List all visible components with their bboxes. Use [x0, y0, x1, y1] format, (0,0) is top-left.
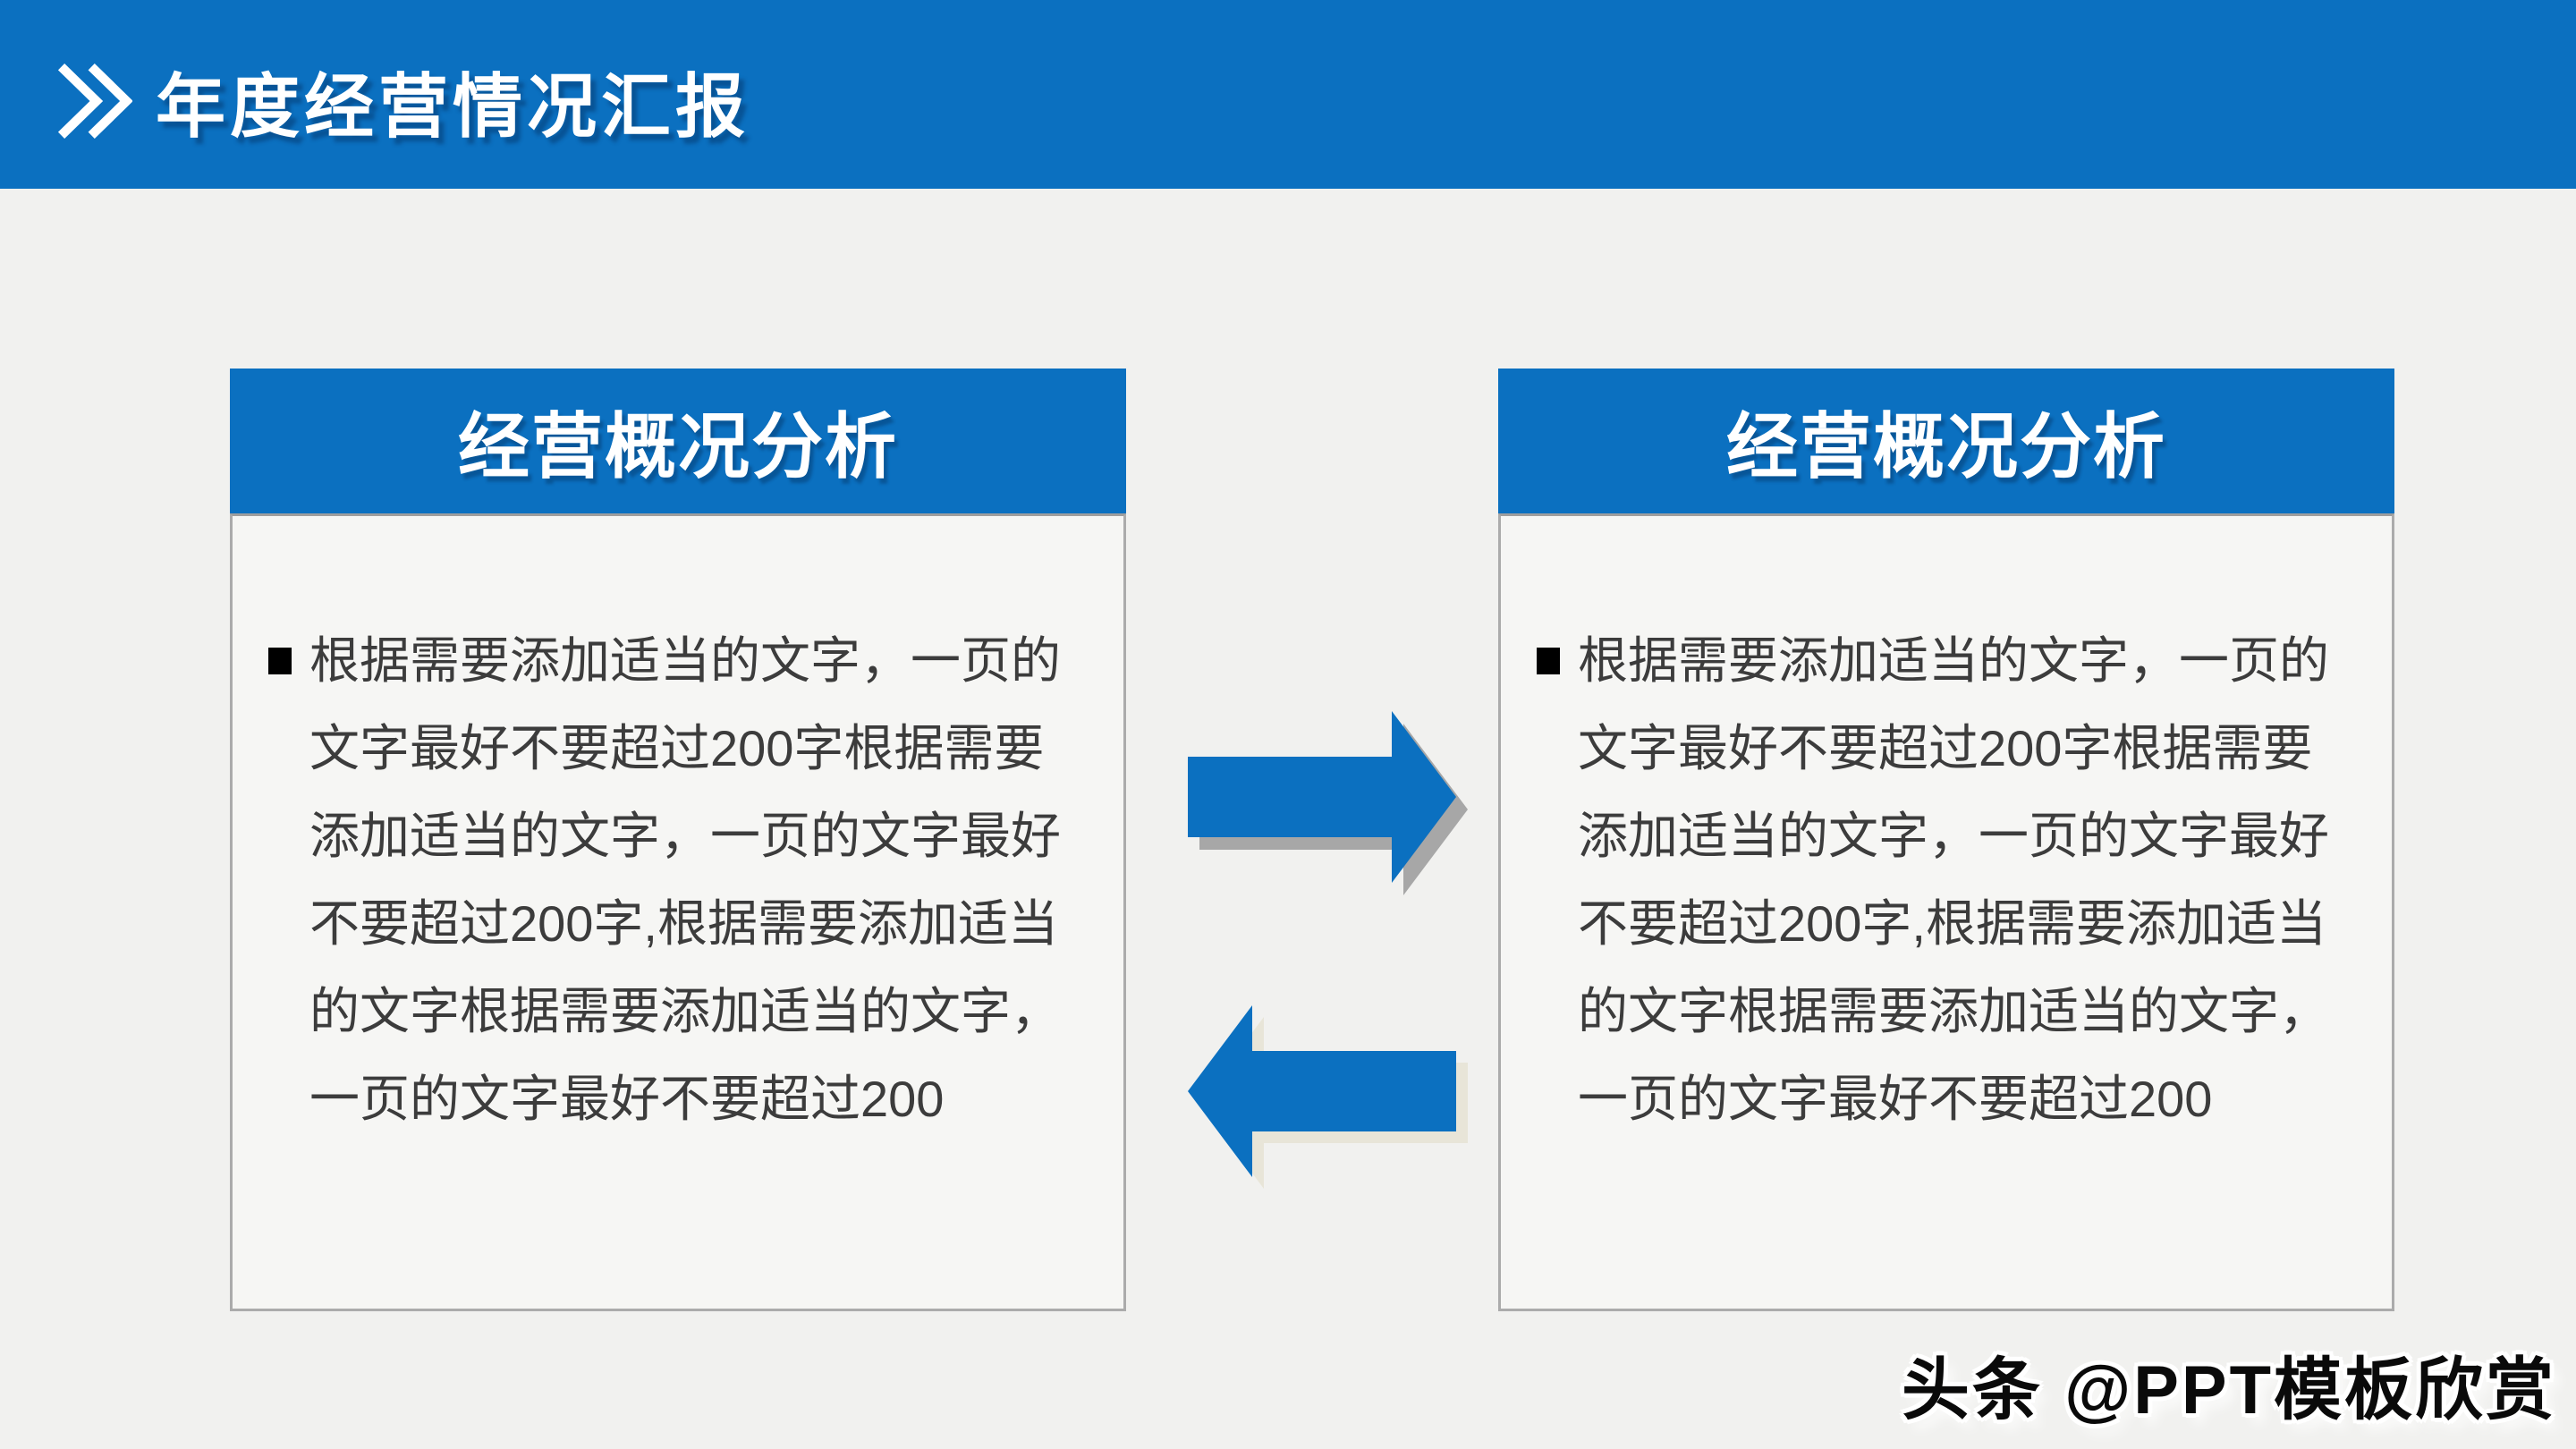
card-text-line: 根据需要添加适当的文字，一页的 — [309, 632, 1061, 689]
card-title: 经营概况分析 — [1726, 407, 2166, 487]
analysis-card-right: 经营概况分析 根据需要添加适当的文字，一页的 文字最好不要超过200字根据需要 … — [1498, 369, 2394, 1311]
card-title: 经营概况分析 — [458, 407, 898, 487]
card-text-line: 文字最好不要超过200字根据需要 — [1578, 720, 2313, 776]
bullet-square-icon — [268, 648, 292, 674]
card-header: 经营概况分析 — [1498, 369, 2394, 513]
card-body: 根据需要添加适当的文字，一页的 文字最好不要超过200字根据需要 添加适当的文字… — [1498, 513, 2394, 1311]
double-chevron-icon — [57, 63, 132, 139]
card-body: 根据需要添加适当的文字，一页的 文字最好不要超过200字根据需要 添加适当的文字… — [230, 513, 1126, 1311]
card-text-line: 一页的文字最好不要超过200 — [309, 1071, 945, 1127]
analysis-card-left: 经营概况分析 根据需要添加适当的文字，一页的 文字最好不要超过200字根据需要 … — [230, 369, 1126, 1311]
card-text-line: 添加适当的文字，一页的文字最好 — [309, 808, 1061, 864]
card-text: 根据需要添加适当的文字，一页的 文字最好不要超过200字根据需要 添加适当的文字… — [1578, 617, 2329, 1143]
slide-title: 年度经营情况汇报 — [156, 66, 750, 146]
card-text-line: 的文字根据需要添加适当的文字， — [309, 983, 1061, 1039]
card-text: 根据需要添加适当的文字，一页的 文字最好不要超过200字根据需要 添加适当的文字… — [309, 617, 1061, 1143]
card-text-line: 的文字根据需要添加适当的文字， — [1578, 983, 2329, 1039]
bullet-square-icon — [1537, 648, 1560, 674]
slide-title-bar: 年度经营情况汇报 — [0, 0, 2576, 189]
card-text-line: 不要超过200字,根据需要添加适当 — [1578, 895, 2326, 952]
watermark: 头条 @PPT模板欣赏 — [1901, 1352, 2556, 1428]
card-text-line: 文字最好不要超过200字根据需要 — [309, 720, 1045, 776]
card-header: 经营概况分析 — [230, 369, 1126, 513]
card-text-line: 不要超过200字,根据需要添加适当 — [309, 895, 1058, 952]
card-text-line: 根据需要添加适当的文字，一页的 — [1578, 632, 2329, 689]
right-arrow-icon — [1188, 711, 1456, 883]
card-text-line: 一页的文字最好不要超过200 — [1578, 1071, 2213, 1127]
card-text-line: 添加适当的文字，一页的文字最好 — [1578, 808, 2329, 864]
left-arrow-icon — [1188, 1005, 1456, 1177]
